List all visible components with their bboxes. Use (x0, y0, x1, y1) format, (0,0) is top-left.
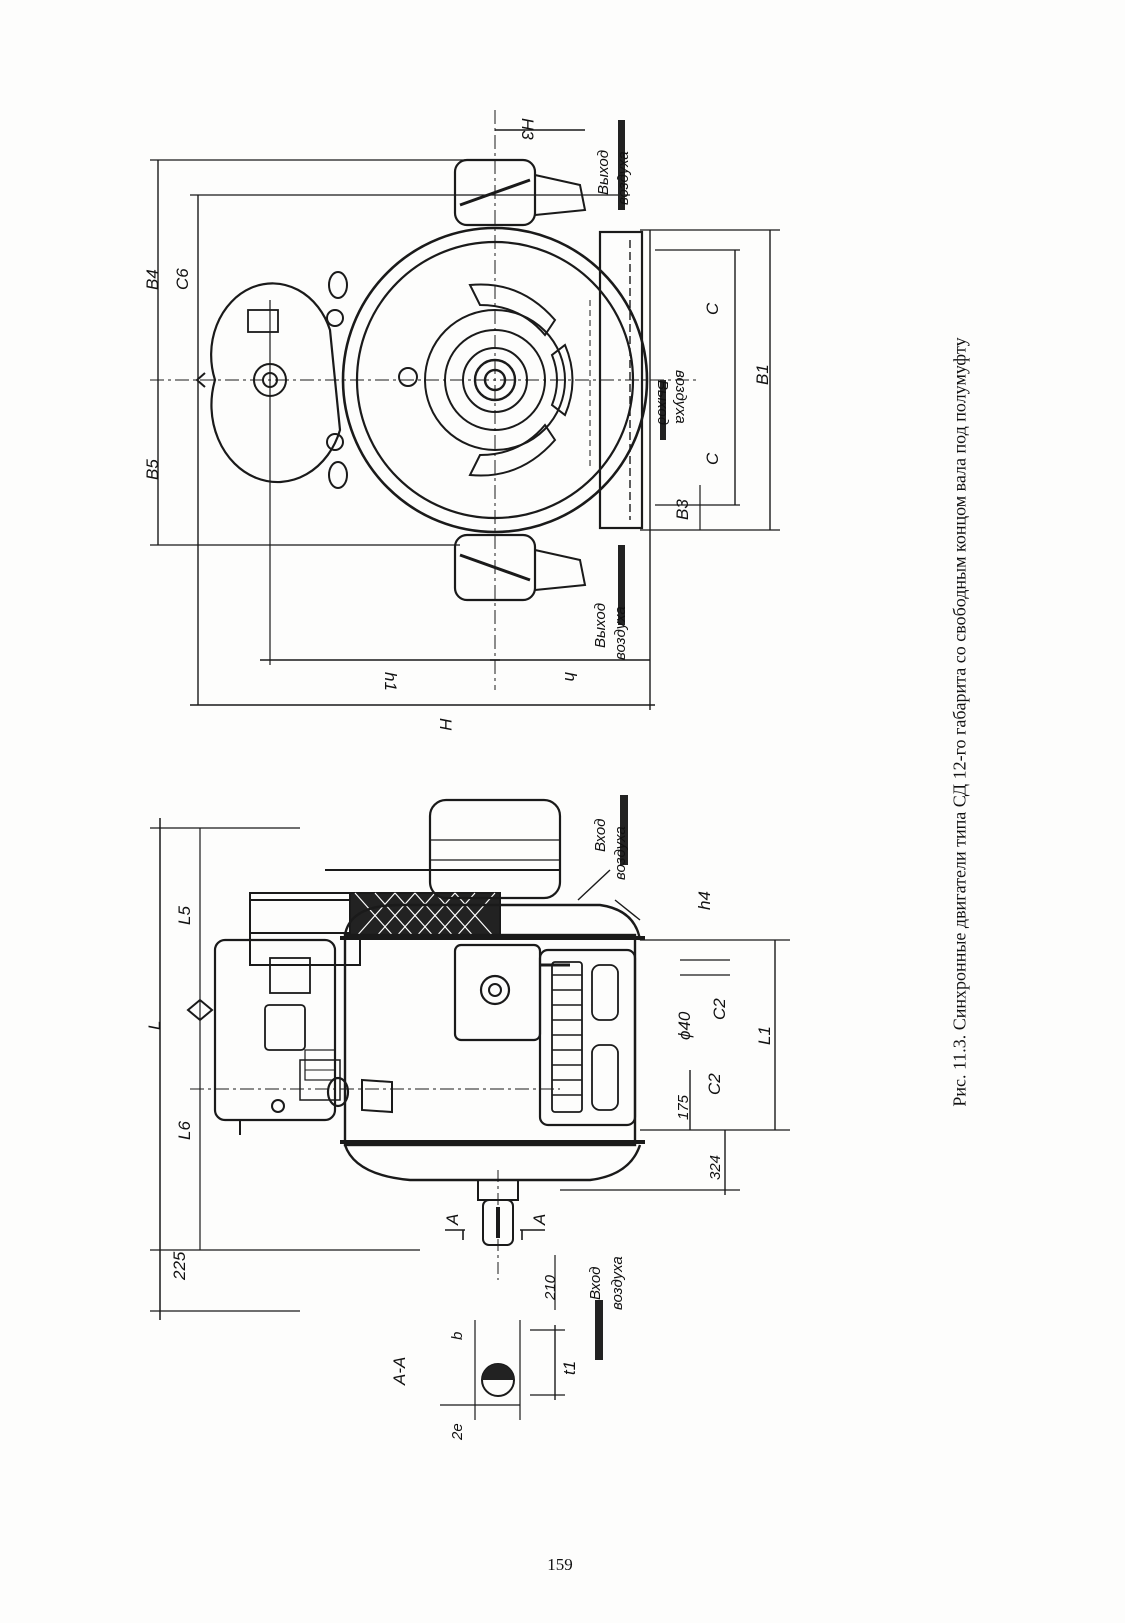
dim-L5: L5 (175, 906, 194, 925)
dim-L6: L6 (175, 1121, 194, 1140)
dim-225: 225 (170, 1251, 189, 1281)
dim-C6: C6 (173, 268, 192, 290)
dim-175: 175 (675, 1094, 692, 1120)
dim-B1: B1 (753, 364, 772, 385)
dim-210: 210 (542, 1274, 559, 1301)
figure-caption-text: Рис. 11.3. Синхронные двигатели типа СД … (950, 337, 971, 1106)
air-inlet-bottom-line1: Вход (587, 1267, 604, 1300)
section-aa-b: b (449, 1332, 466, 1340)
dim-L: L (145, 1021, 164, 1030)
page-number: 159 (530, 1555, 590, 1575)
air-outlet-left-line1: Выход (592, 603, 609, 648)
section-aa-2e: 2e (449, 1423, 466, 1441)
air-inlet-top-line2: воздуха (612, 826, 629, 880)
dim-C2-lower: C2 (705, 1073, 724, 1095)
section-aa-title: A-A (390, 1357, 409, 1386)
end-view: B4 C6 B5 B1 C C B3 h1 h H H3 Выход возду… (143, 110, 780, 731)
section-aa-t1: t1 (560, 1361, 579, 1375)
dim-B4: B4 (143, 269, 162, 290)
air-outlet-left-line2: воздуха (612, 606, 629, 660)
section-mark-a-right: A (530, 1214, 549, 1226)
dim-H: H (436, 718, 455, 731)
dim-C-lower: C (703, 452, 722, 465)
dim-C-upper: C (703, 302, 722, 315)
dim-h: h (561, 672, 580, 681)
dim-C2-upper: C2 (710, 998, 729, 1020)
air-inlet-bottom-line2: воздуха (609, 1256, 626, 1310)
dim-B3: B3 (673, 499, 692, 520)
side-view: L L5 L6 225 L1 h4 ϕ40 C2 C2 175 324 210 … (145, 795, 790, 1360)
air-outlet-center-line1: Выход (654, 380, 671, 425)
dim-h4: h4 (695, 891, 714, 910)
section-mark-a-left: A (443, 1214, 462, 1226)
dim-324: 324 (707, 1155, 724, 1180)
section-aa: A-A b t1 2e (390, 1320, 579, 1441)
air-inlet-top-line1: Вход (592, 819, 609, 852)
dim-H3: H3 (518, 118, 537, 140)
air-outlet-center-line2: воздуха (672, 370, 689, 424)
dim-L1: L1 (755, 1026, 774, 1045)
dim-B5: B5 (143, 459, 162, 480)
dim-d40: ϕ40 (675, 1011, 694, 1040)
air-outlet-right-line1: Выход (595, 150, 612, 195)
dim-h1: h1 (381, 672, 400, 691)
air-outlet-right-line2: воздуха (615, 151, 632, 205)
